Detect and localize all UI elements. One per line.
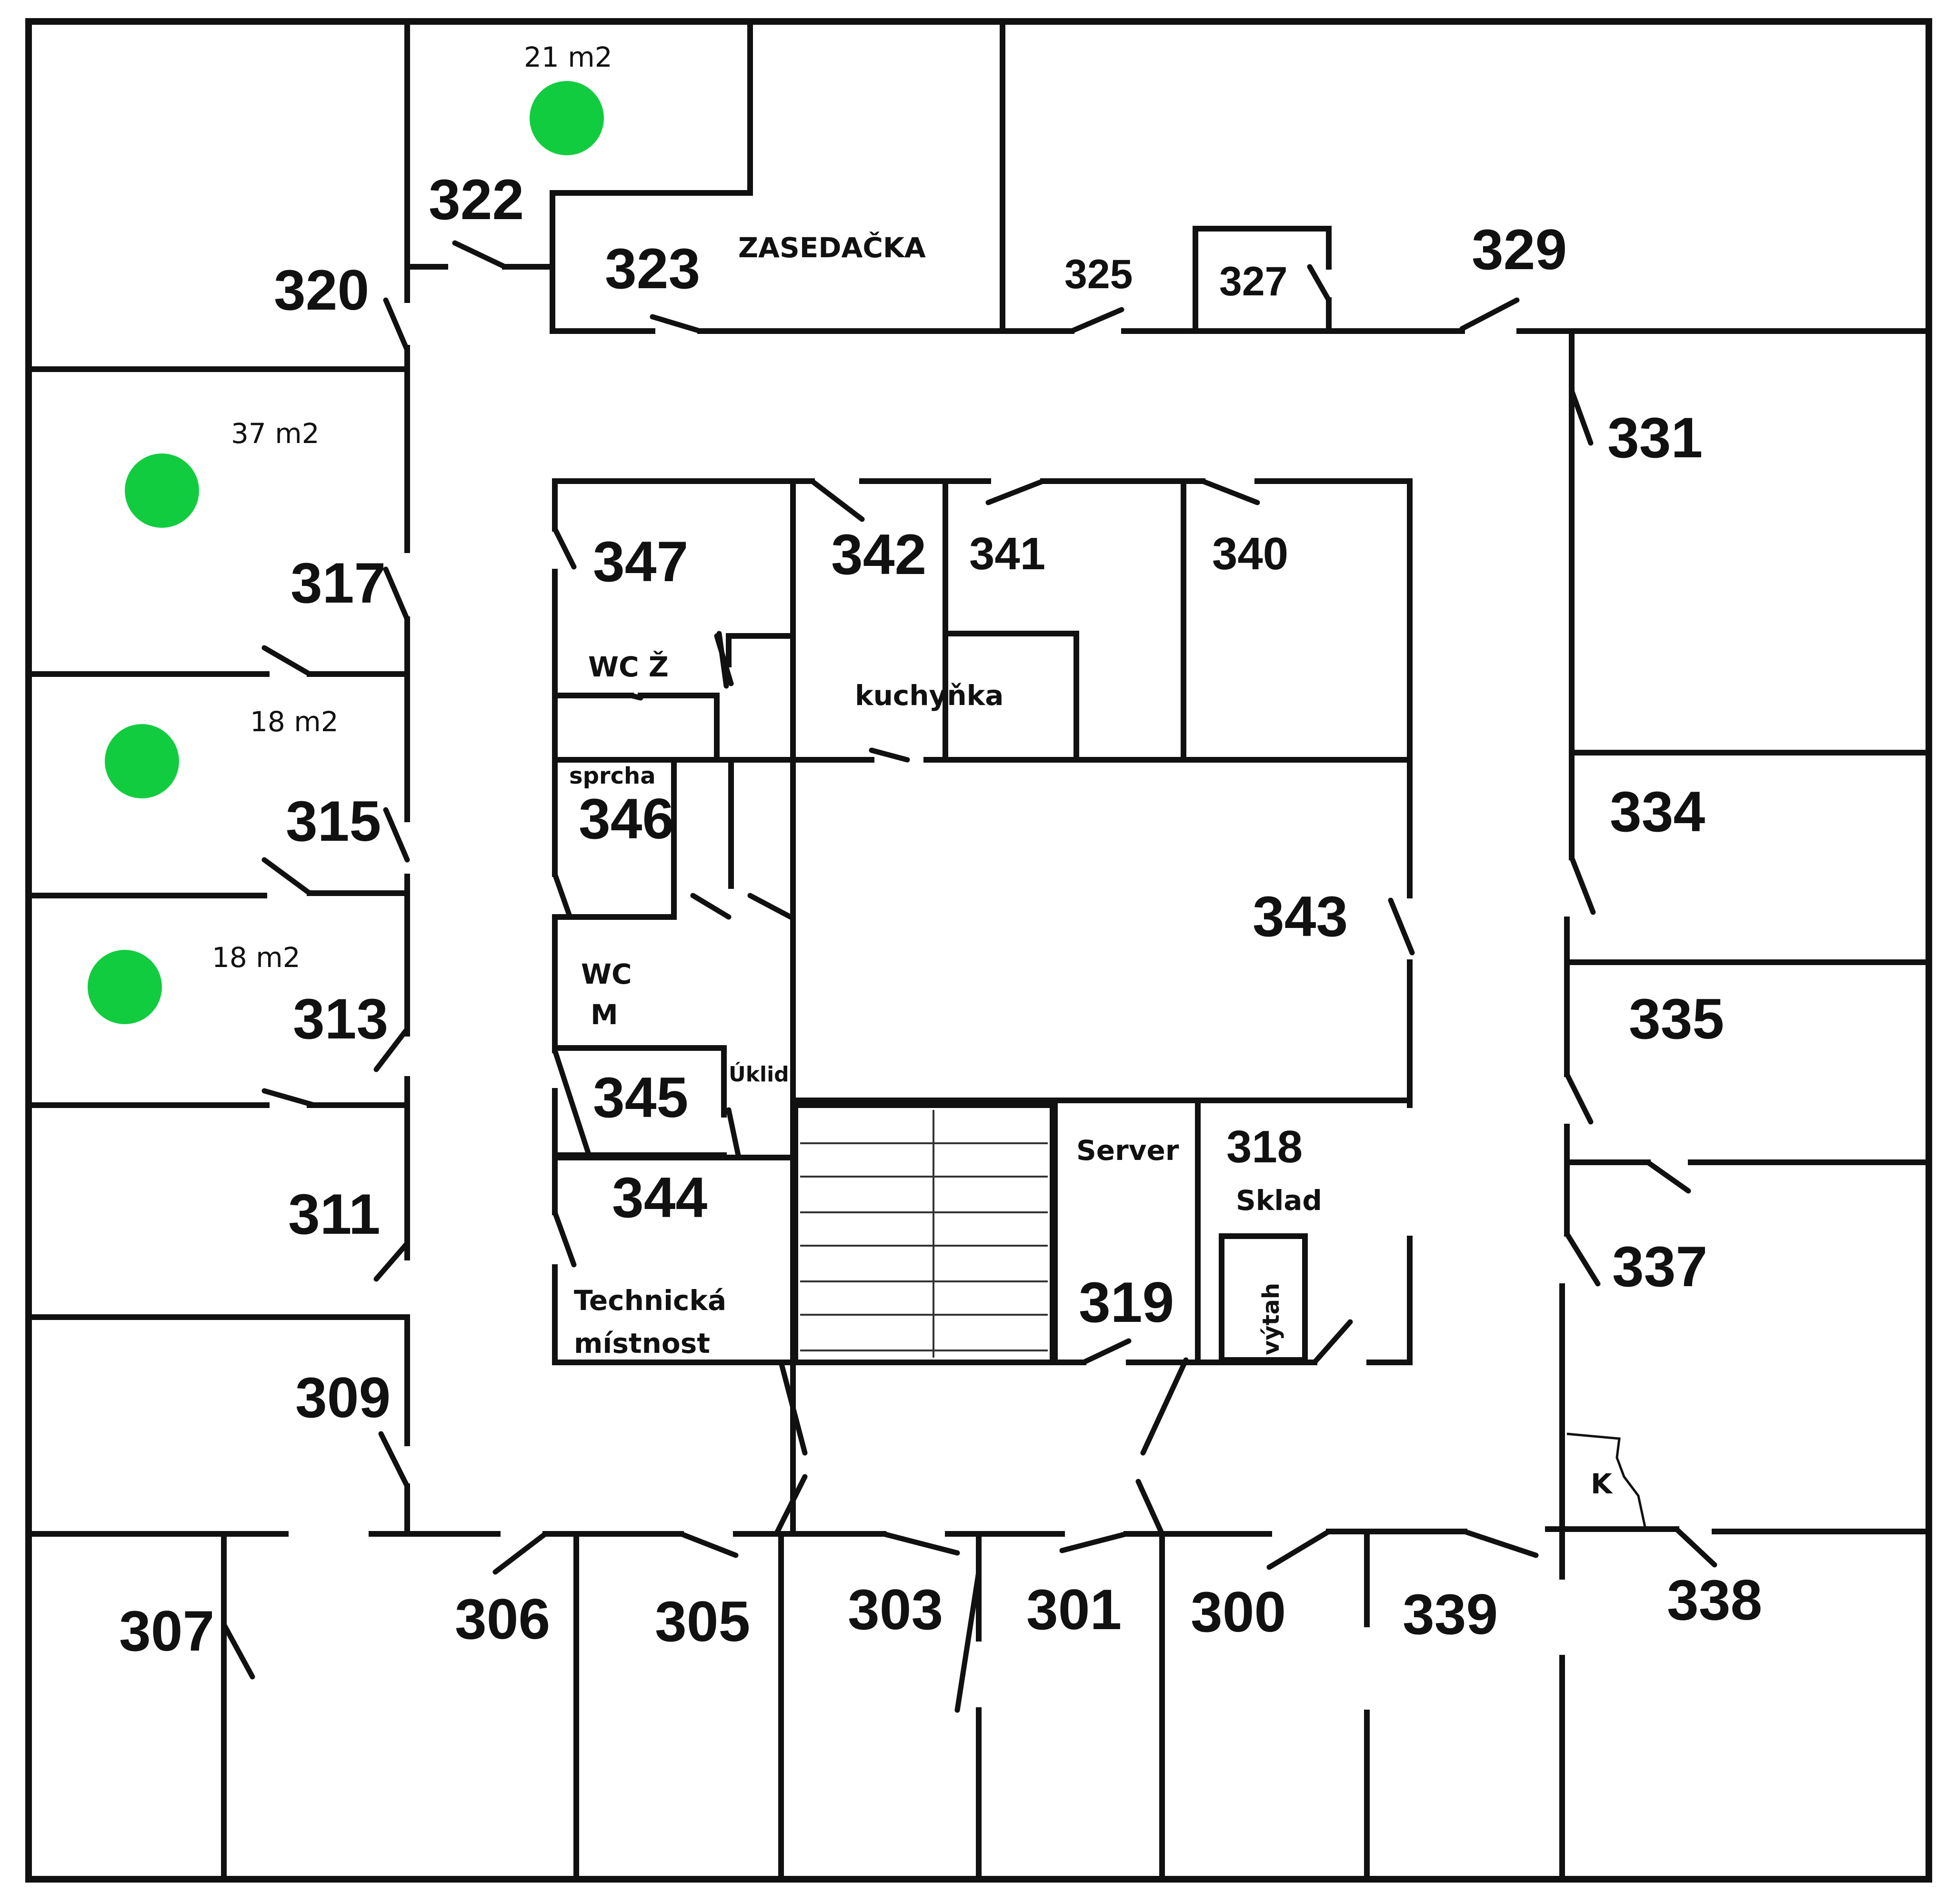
marker-313 bbox=[88, 950, 162, 1024]
room-319: 319 bbox=[1079, 1270, 1174, 1334]
room-309: 309 bbox=[295, 1366, 391, 1430]
room-322: 322 bbox=[429, 168, 524, 232]
occupancy-markers bbox=[88, 81, 604, 1024]
right-doors bbox=[1564, 855, 1717, 1568]
label-sklad: Sklad bbox=[1236, 1184, 1322, 1217]
room-311: 311 bbox=[288, 1182, 381, 1246]
label-zasedacka: ZASEDAČKA bbox=[738, 231, 926, 264]
room-306: 306 bbox=[455, 1587, 550, 1651]
room-numbers: 320 322 323 325 327 329 331 317 315 313 … bbox=[119, 168, 1762, 1663]
room-335: 335 bbox=[1629, 987, 1724, 1051]
room-labels: ZASEDAČKA WC Ž kuchyňka sprcha WC M Úkli… bbox=[569, 231, 1613, 1500]
central-walls bbox=[552, 478, 1413, 1534]
room-334: 334 bbox=[1610, 780, 1705, 844]
room-301: 301 bbox=[1026, 1578, 1122, 1642]
central-doors bbox=[552, 478, 1415, 1365]
room-346: 346 bbox=[579, 787, 674, 851]
label-wc: WC bbox=[581, 958, 632, 990]
room-303: 303 bbox=[848, 1578, 943, 1642]
room-331: 331 bbox=[1607, 406, 1703, 470]
area-322: 21 m2 bbox=[524, 41, 612, 73]
label-k: K bbox=[1591, 1468, 1613, 1500]
room-347: 347 bbox=[593, 530, 688, 594]
room-343: 343 bbox=[1253, 885, 1348, 948]
left-doors bbox=[261, 297, 410, 1489]
room-341: 341 bbox=[969, 528, 1045, 579]
label-wc-z: WC Ž bbox=[588, 650, 669, 683]
marker-315 bbox=[105, 724, 179, 798]
elevator-shaft bbox=[1219, 1233, 1308, 1363]
room-318: 318 bbox=[1226, 1121, 1303, 1172]
label-m: M bbox=[591, 998, 618, 1031]
room-315: 315 bbox=[286, 789, 381, 853]
area-315: 18 m2 bbox=[250, 705, 339, 738]
room-329: 329 bbox=[1472, 218, 1567, 282]
room-338: 338 bbox=[1667, 1568, 1762, 1632]
room-345: 345 bbox=[593, 1066, 688, 1129]
label-mistnost: místnost bbox=[574, 1327, 710, 1360]
room-320: 320 bbox=[274, 258, 369, 322]
room-313: 313 bbox=[293, 987, 388, 1051]
marker-317 bbox=[125, 453, 199, 528]
marker-322 bbox=[530, 81, 604, 155]
room-344: 344 bbox=[612, 1166, 707, 1229]
top-doors bbox=[452, 240, 1594, 446]
room-323: 323 bbox=[605, 237, 700, 301]
bottom-walls bbox=[26, 1529, 1467, 1882]
area-313: 18 m2 bbox=[212, 941, 301, 974]
room-327: 327 bbox=[1219, 259, 1288, 304]
bottom-doors bbox=[221, 1357, 1539, 1713]
label-technicka: Technická bbox=[574, 1284, 726, 1317]
left-walls bbox=[26, 19, 410, 1534]
room-342: 342 bbox=[831, 523, 926, 586]
room-300: 300 bbox=[1191, 1580, 1286, 1644]
room-305: 305 bbox=[655, 1590, 750, 1653]
staircase bbox=[792, 1102, 1055, 1365]
top-walls bbox=[404, 19, 1932, 751]
label-kuchynka: kuchyňka bbox=[855, 679, 1003, 712]
label-vytah: výtah bbox=[1258, 1283, 1284, 1355]
label-uklid: Úklid bbox=[729, 1061, 789, 1087]
room-317: 317 bbox=[291, 551, 386, 615]
room-340: 340 bbox=[1212, 528, 1288, 579]
label-server: Server bbox=[1076, 1134, 1179, 1167]
room-337: 337 bbox=[1612, 1235, 1707, 1299]
room-307: 307 bbox=[119, 1599, 214, 1663]
room-325: 325 bbox=[1064, 252, 1133, 297]
room-339: 339 bbox=[1403, 1582, 1498, 1646]
right-walls bbox=[1545, 750, 1932, 1882]
label-sprcha: sprcha bbox=[569, 763, 656, 789]
area-annotations: 21 m2 37 m2 18 m2 18 m2 bbox=[212, 41, 612, 974]
area-317: 37 m2 bbox=[231, 417, 320, 450]
